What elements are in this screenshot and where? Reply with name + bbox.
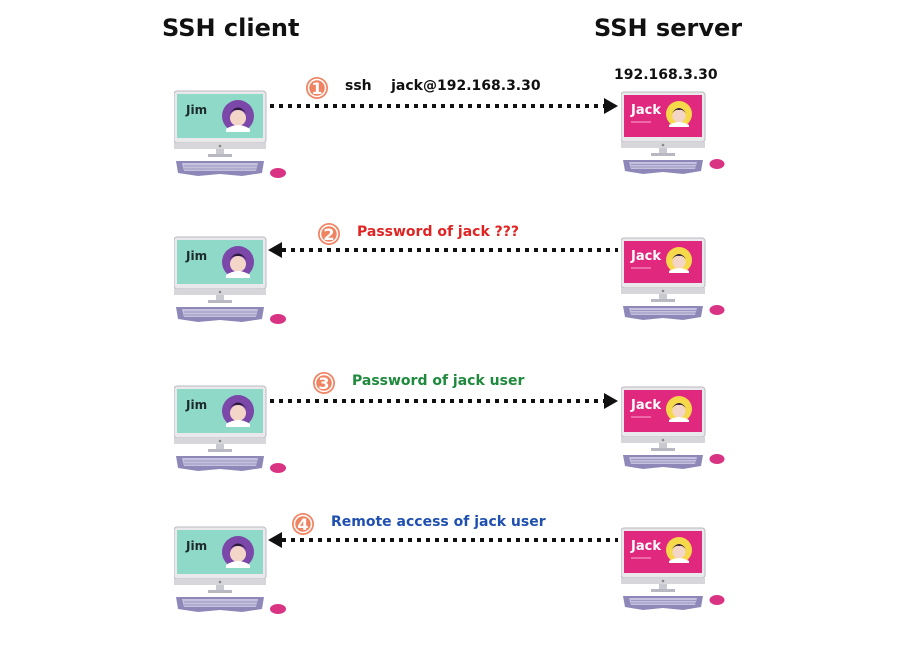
computer-icon [174, 385, 286, 473]
step-number: 4 [297, 514, 309, 534]
client-computer: Jim [174, 233, 294, 333]
server-computer: Jack [621, 234, 741, 334]
exchange-step: Jim 2 Password of jack ??? [0, 223, 900, 356]
step-number: 2 [323, 224, 335, 244]
step-message: Password of jack user [352, 373, 525, 389]
client-column-title: SSH client [162, 14, 300, 42]
client-user-label: Jim [186, 103, 208, 117]
step-message: Remote access of jack user [331, 514, 546, 530]
client-user-label: Jim [186, 398, 208, 412]
computer-icon [621, 91, 725, 174]
client-user-label: Jim [186, 539, 208, 553]
step-number: 1 [311, 78, 323, 98]
step-number: 3 [318, 373, 330, 393]
exchange-step: Jim 4 Remote access of jack user [0, 513, 900, 646]
step-number-badge: 4 [291, 512, 315, 536]
server-user-label: Jack [631, 539, 661, 554]
connection-arrow [268, 532, 618, 548]
server-column-title: SSH server [594, 14, 743, 42]
step-message: ssh jack@192.168.3.30 [345, 78, 541, 94]
exchange-step: Jim 3 Password of jack user [0, 372, 900, 505]
step-number-badge: 3 [312, 371, 336, 395]
computer-icon [174, 526, 286, 614]
client-user-label: Jim [186, 249, 208, 263]
computer-icon [174, 90, 286, 178]
client-computer: Jim [174, 382, 294, 482]
connection-arrow [270, 98, 618, 114]
server-computer: Jack [621, 88, 741, 188]
exchange-step: Jim 1 ssh jack@192.168.3.30 [0, 77, 900, 210]
server-user-label: Jack [631, 103, 661, 118]
server-user-label: Jack [631, 398, 661, 413]
computer-icon [174, 236, 286, 324]
connection-arrow [270, 393, 618, 409]
computer-icon [621, 527, 725, 610]
step-number-badge: 1 [305, 76, 329, 100]
server-computer: Jack [621, 383, 741, 483]
server-computer: Jack [621, 524, 741, 624]
server-ip-label: 192.168.3.30 [614, 67, 718, 83]
computer-icon [621, 386, 725, 469]
client-computer: Jim [174, 523, 294, 623]
step-message: Password of jack ??? [357, 224, 520, 240]
step-number-badge: 2 [317, 222, 341, 246]
server-user-label: Jack [631, 249, 661, 264]
client-computer: Jim [174, 87, 294, 187]
computer-icon [621, 237, 725, 320]
connection-arrow [268, 242, 618, 258]
